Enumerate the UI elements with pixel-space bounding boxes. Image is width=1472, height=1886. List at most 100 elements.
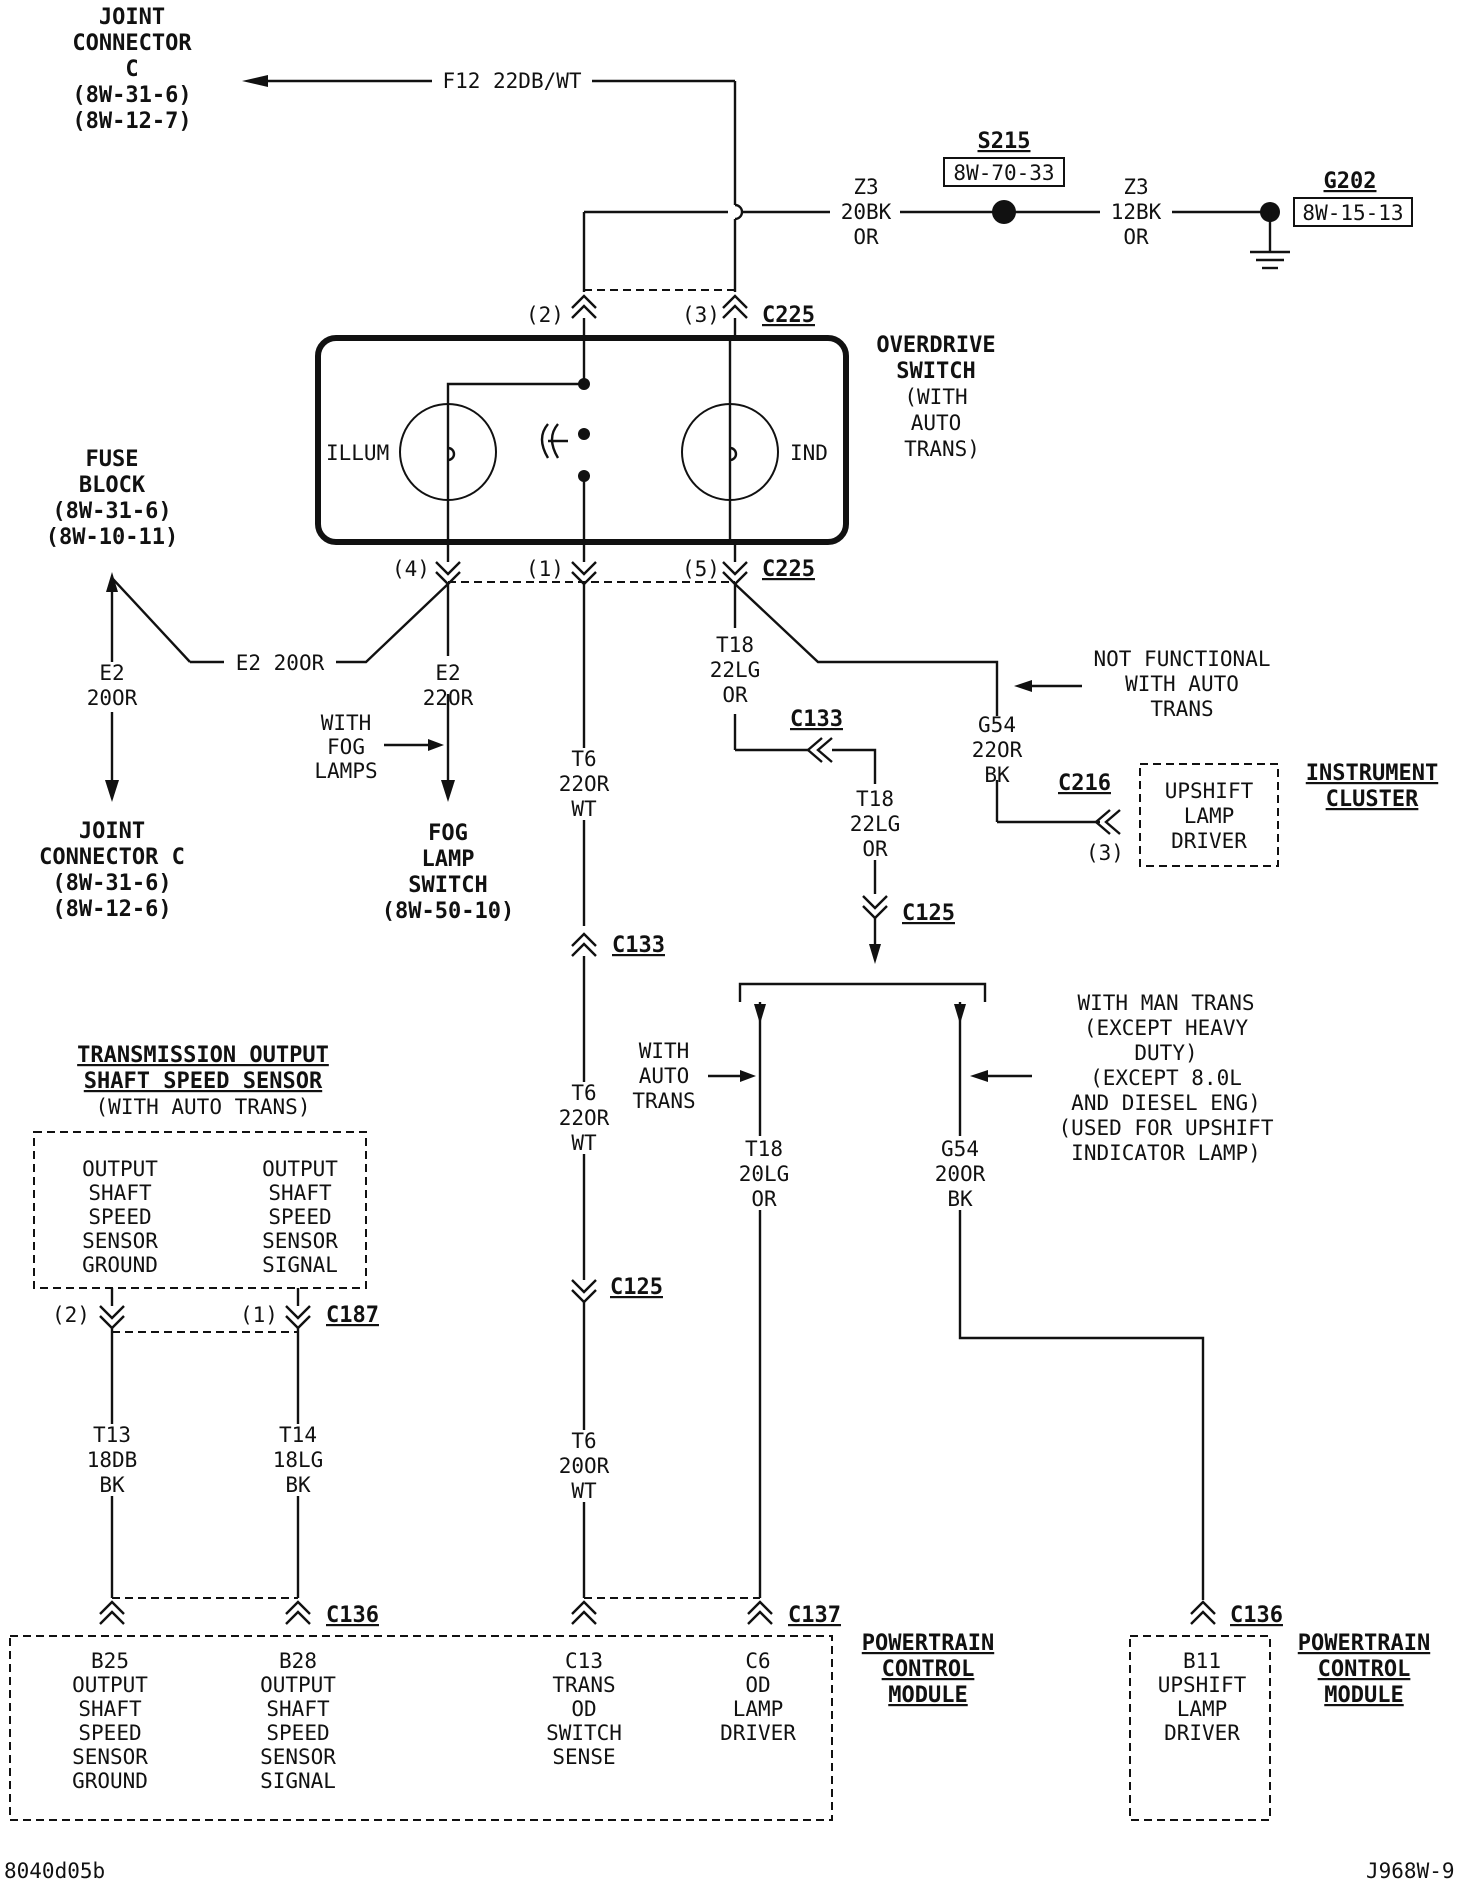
svg-text:SPEED: SPEED xyxy=(88,1205,151,1229)
joint-connector-top: JOINT CONNECTOR C (8W-31-6) (8W-12-7) xyxy=(72,5,192,134)
overdrive-switch-housing xyxy=(315,335,849,545)
svg-text:OR: OR xyxy=(862,837,888,861)
svg-text:T6: T6 xyxy=(571,747,596,771)
c187-connector: (2) (1) C187 xyxy=(52,1303,379,1328)
svg-text:(WITH: (WITH xyxy=(904,385,967,409)
svg-text:SENSOR: SENSOR xyxy=(72,1745,148,1769)
svg-text:(USED FOR UPSHIFT: (USED FOR UPSHIFT xyxy=(1059,1116,1274,1140)
svg-text:SIGNAL: SIGNAL xyxy=(262,1253,338,1277)
svg-text:FOG: FOG xyxy=(327,735,365,759)
svg-text:DRIVER: DRIVER xyxy=(1164,1721,1240,1745)
t6-wire-label-b: T6 22OR WT xyxy=(559,1081,610,1155)
pcm-module-right xyxy=(1129,1635,1271,1821)
svg-text:22OR: 22OR xyxy=(559,1106,610,1130)
svg-text:T6: T6 xyxy=(571,1081,596,1105)
svg-text:T13: T13 xyxy=(93,1423,131,1447)
svg-text:22LG: 22LG xyxy=(850,812,901,836)
pcm-c13-terminal: C13 TRANS OD SWITCH SENSE xyxy=(546,1649,622,1769)
svg-text:CONNECTOR C: CONNECTOR C xyxy=(39,845,185,870)
c133-right-connector: C133 xyxy=(790,707,843,732)
svg-text:OD: OD xyxy=(745,1673,770,1697)
instrument-cluster-label: INSTRUMENT CLUSTER xyxy=(1306,761,1438,812)
svg-text:(1): (1) xyxy=(526,557,564,581)
svg-text:OUTPUT: OUTPUT xyxy=(260,1673,336,1697)
svg-text:SWITCH: SWITCH xyxy=(408,873,487,898)
svg-text:SENSOR: SENSOR xyxy=(262,1229,338,1253)
svg-text:SPEED: SPEED xyxy=(268,1205,331,1229)
t6-wire-label-c: T6 20OR WT xyxy=(559,1429,610,1503)
svg-text:(8W-31-6): (8W-31-6) xyxy=(72,83,191,108)
c136-left-connector: C136 xyxy=(326,1603,379,1628)
svg-text:TRANSMISSION OUTPUT: TRANSMISSION OUTPUT xyxy=(77,1043,329,1068)
svg-text:S215: S215 xyxy=(978,129,1031,154)
z3-wire-left: Z3 20BK OR xyxy=(841,175,892,249)
c133-mid-connector: C133 xyxy=(612,933,665,958)
svg-text:G54: G54 xyxy=(978,713,1016,737)
svg-text:(3): (3) xyxy=(682,303,720,327)
svg-text:20OR: 20OR xyxy=(559,1454,610,1478)
footer-left-code: 8040d05b xyxy=(4,1859,105,1883)
illum-lamp-label: ILLUM xyxy=(326,441,389,465)
svg-text:FUSE: FUSE xyxy=(86,447,139,472)
svg-text:INDICATOR LAMP): INDICATOR LAMP) xyxy=(1071,1141,1261,1165)
svg-text:MODULE: MODULE xyxy=(888,1683,967,1708)
svg-text:WITH AUTO: WITH AUTO xyxy=(1125,672,1239,696)
svg-text:LAMP: LAMP xyxy=(422,847,475,872)
svg-text:(5): (5) xyxy=(682,557,720,581)
svg-text:SWITCH: SWITCH xyxy=(546,1721,622,1745)
svg-text:SHAFT SPEED SENSOR: SHAFT SPEED SENSOR xyxy=(84,1069,323,1094)
svg-text:WITH: WITH xyxy=(321,711,372,735)
svg-text:B25: B25 xyxy=(91,1649,129,1673)
svg-text:C6: C6 xyxy=(745,1649,770,1673)
svg-text:SWITCH: SWITCH xyxy=(896,359,975,384)
svg-text:SPEED: SPEED xyxy=(266,1721,329,1745)
c125-mid-connector: C125 xyxy=(610,1275,663,1300)
with-fog-lamps-note: WITH FOG LAMPS xyxy=(314,711,377,783)
svg-text:(8W-31-6): (8W-31-6) xyxy=(52,499,171,524)
svg-text:SPEED: SPEED xyxy=(78,1721,141,1745)
svg-text:AND DIESEL ENG): AND DIESEL ENG) xyxy=(1071,1091,1261,1115)
e2-horizontal-label: E2 20OR xyxy=(236,651,325,675)
svg-text:UPSHIFT: UPSHIFT xyxy=(1165,779,1254,803)
joint-connector-bottom: JOINT CONNECTOR C (8W-31-6) (8W-12-6) xyxy=(39,819,185,922)
svg-text:BLOCK: BLOCK xyxy=(79,473,146,498)
g202-ground: G202 8W-15-13 xyxy=(1293,169,1413,227)
svg-text:SENSE: SENSE xyxy=(552,1745,615,1769)
c225-top-connector: (2) (3) C225 xyxy=(526,303,815,328)
svg-text:OR: OR xyxy=(1123,225,1149,249)
svg-text:BK: BK xyxy=(984,763,1010,787)
svg-text:(8W-10-11): (8W-10-11) xyxy=(46,525,178,550)
c216-connector: C216 xyxy=(1058,771,1111,796)
svg-text:(8W-50-10): (8W-50-10) xyxy=(382,899,514,924)
t13-wire-label: T13 18DB BK xyxy=(87,1423,138,1497)
svg-text:LAMP: LAMP xyxy=(1184,804,1235,828)
t14-wire-label: T14 18LG BK xyxy=(273,1423,324,1497)
svg-text:(2): (2) xyxy=(526,303,564,327)
svg-text:(8W-31-6): (8W-31-6) xyxy=(52,871,171,896)
svg-text:BK: BK xyxy=(99,1473,125,1497)
c136-right-connector: C136 xyxy=(1230,1603,1283,1628)
man-trans-note: WITH MAN TRANS (EXCEPT HEAVY DUTY) (EXCE… xyxy=(1059,991,1274,1165)
svg-text:20BK: 20BK xyxy=(841,200,892,224)
svg-text:18DB: 18DB xyxy=(87,1448,138,1472)
ind-lamp-label: IND xyxy=(790,441,828,465)
svg-text:20OR: 20OR xyxy=(87,686,138,710)
svg-text:NOT FUNCTIONAL: NOT FUNCTIONAL xyxy=(1093,647,1270,671)
svg-text:WT: WT xyxy=(571,797,597,821)
svg-text:LAMP: LAMP xyxy=(1177,1697,1228,1721)
svg-text:FOG: FOG xyxy=(428,821,468,846)
svg-text:BK: BK xyxy=(947,1187,973,1211)
svg-text:8W-15-13: 8W-15-13 xyxy=(1302,201,1403,225)
svg-text:Z3: Z3 xyxy=(853,175,878,199)
pcm-c6-terminal: C6 OD LAMP DRIVER xyxy=(720,1649,796,1745)
toss-ground-terminal: OUTPUT SHAFT SPEED SENSOR GROUND xyxy=(82,1157,158,1277)
pcm-b28-terminal: B28 OUTPUT SHAFT SPEED SENSOR SIGNAL xyxy=(260,1649,336,1793)
t18-wire-label-c: T18 20LG OR xyxy=(739,1137,790,1211)
svg-text:C13: C13 xyxy=(565,1649,603,1673)
svg-text:C: C xyxy=(125,57,138,82)
g54-wire-label-a: G54 22OR BK xyxy=(972,713,1023,787)
svg-text:OR: OR xyxy=(751,1187,777,1211)
svg-text:OR: OR xyxy=(722,683,748,707)
svg-text:TRANS: TRANS xyxy=(1150,697,1213,721)
